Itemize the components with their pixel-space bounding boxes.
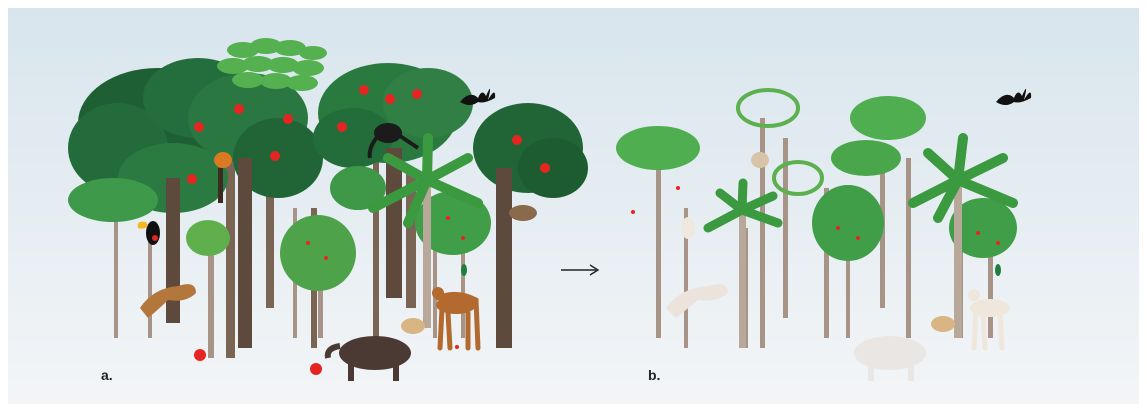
forest-defaunation-illustration: a. — [8, 8, 1139, 404]
hummingbird-icon — [461, 264, 467, 276]
hummingbird-icon — [995, 264, 1001, 276]
panel-b-label: b. — [648, 367, 660, 383]
armadillo-icon — [401, 318, 425, 334]
armadillo-icon — [931, 316, 955, 332]
monkey-icon — [751, 152, 769, 168]
panel-a-label: a. — [101, 367, 113, 383]
toucan-icon — [681, 217, 695, 239]
sloth-icon — [509, 205, 537, 221]
